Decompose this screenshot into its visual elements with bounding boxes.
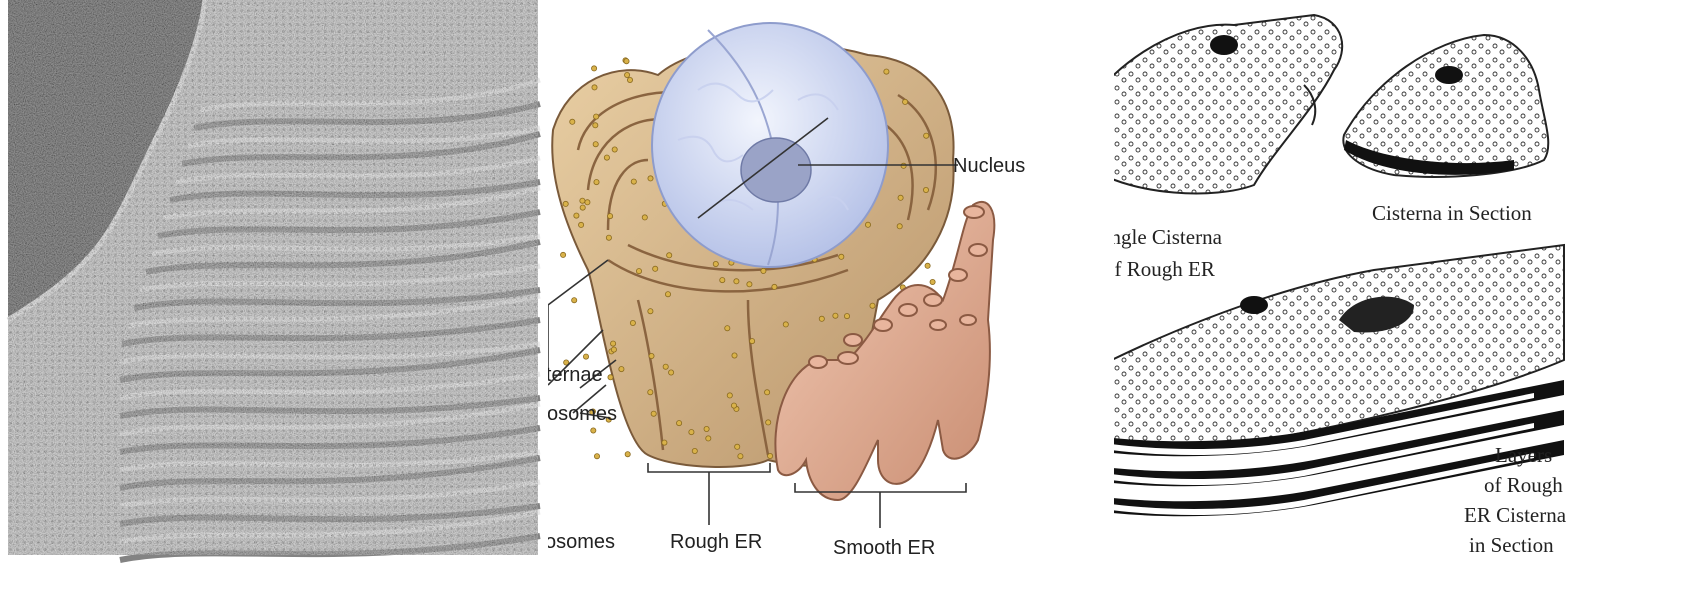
label-nucleus: Nucleus (953, 155, 1025, 177)
er-3d-illustration: Nucleus Cisternae Ribosomes Ribosomes Ro… (548, 0, 1114, 602)
label-smooth-er: Smooth ER (833, 537, 935, 559)
label-single-cisterna-line1: Single Cisterna (1114, 225, 1223, 249)
label-rough-er: Rough ER (670, 531, 762, 553)
label-single-cisterna-line2: of Rough ER (1114, 257, 1215, 281)
er-3d-illustration-panel: Nucleus Cisternae Ribosomes Ribosomes Ro… (548, 0, 1114, 602)
er-sketches: Single Cisterna of Rough ER Cisterna in … (1114, 0, 1682, 602)
label-ribosomes-bottom: Ribosomes (548, 531, 615, 553)
label-layers-line1: Layers (1495, 443, 1552, 467)
label-layers-line4: in Section (1469, 533, 1554, 557)
label-layers-line2: of Rough (1484, 473, 1563, 497)
er-sketch-panel: Single Cisterna of Rough ER Cisterna in … (1114, 0, 1682, 602)
label-layers-line3: ER Cisterna (1464, 503, 1567, 527)
electron-micrograph-panel (0, 0, 548, 602)
label-cisternae: Cisternae (548, 364, 603, 386)
label-ribosomes: Ribosomes (548, 403, 617, 425)
electron-micrograph (0, 0, 548, 602)
nucleolus (741, 138, 811, 202)
label-cisterna-in-section: Cisterna in Section (1372, 201, 1532, 225)
